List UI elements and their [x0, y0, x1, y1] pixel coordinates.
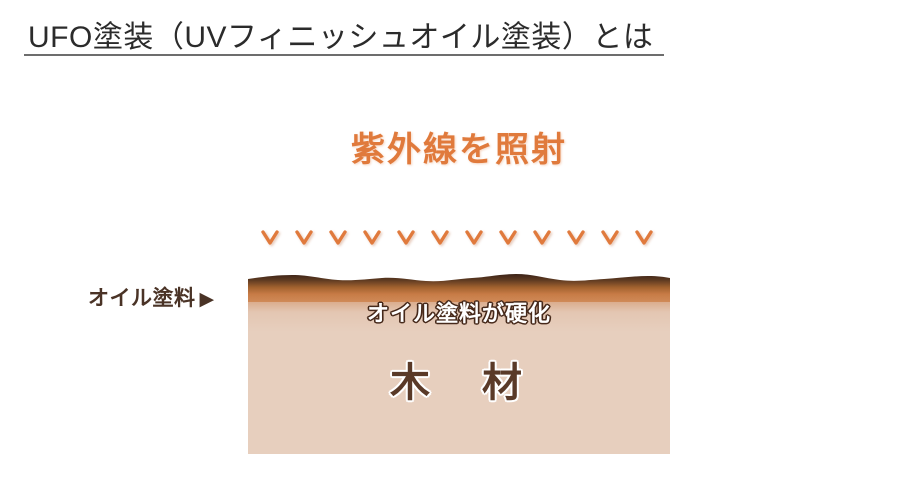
wood-block [248, 270, 670, 454]
uv-irradiation-heading: 紫外線を照射 [0, 122, 920, 171]
wood-block-body [248, 286, 670, 454]
arrow-down-icon [499, 192, 517, 245]
arrow-down-icon [397, 192, 415, 245]
arrow-down-icon [533, 192, 551, 245]
arrow-down-icon [329, 192, 347, 245]
wood-block-top-edge [248, 274, 670, 302]
arrow-down-icon [465, 192, 483, 245]
arrow-down-icon [295, 192, 313, 245]
arrow-down-icon [363, 192, 381, 245]
arrow-down-icon [261, 192, 279, 245]
arrow-down-icon [431, 192, 449, 245]
uv-irradiation-heading-label: 紫外線を照射 [351, 131, 567, 169]
page-title: UFO塗装（UVフィニッシュオイル塗装）とは [28, 21, 654, 54]
wood-substrate-label: 木 材 [390, 361, 528, 405]
title-underline [24, 54, 664, 56]
arrow-down-icon [601, 192, 619, 245]
arrow-down-icon [567, 192, 585, 245]
arrow-down-icon [635, 192, 653, 245]
hardened-coating-label: オイル塗料が硬化 [366, 301, 551, 326]
oil-coating-label-text: オイル塗料 [88, 287, 196, 310]
triangle-right-icon: ▶ [199, 289, 215, 310]
oil-coating-label: オイル塗料▶ [88, 282, 215, 312]
